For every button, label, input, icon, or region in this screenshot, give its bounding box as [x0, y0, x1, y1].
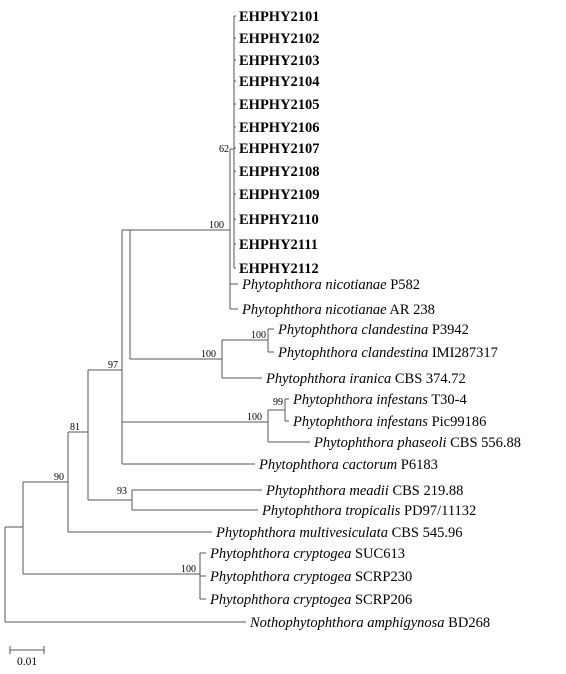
- taxon-label-t4: EHPHY2104: [239, 74, 320, 90]
- taxon-label-t21: Phytophthora cactorum P6183: [258, 457, 438, 473]
- bootstrap-value: 100: [209, 220, 224, 231]
- taxon-label-t11: EHPHY2111: [239, 237, 318, 253]
- taxon-label-t13: Phytophthora nicotianae P582: [241, 277, 420, 293]
- bootstrap-value: 90: [54, 472, 64, 483]
- taxon-label-t3: EHPHY2103: [239, 53, 320, 69]
- scale-bar-label: 0.01: [17, 656, 37, 668]
- taxon-label-t2: EHPHY2102: [239, 31, 320, 47]
- taxon-label-t1: EHPHY2101: [239, 9, 320, 25]
- bootstrap-value: 93: [117, 486, 127, 497]
- bootstrap-value: 100: [251, 330, 266, 341]
- taxon-label-t17: Phytophthora iranica CBS 374.72: [265, 371, 466, 387]
- taxon-label-t9: EHPHY2109: [239, 187, 320, 203]
- taxon-label-t15: Phytophthora clandestina P3942: [277, 322, 469, 338]
- taxon-label-t23: Phytophthora tropicalis PD97/11132: [261, 503, 476, 519]
- bootstrap-value: 100: [181, 564, 196, 575]
- taxon-label-t24: Phytophthora multivesiculata CBS 545.96: [215, 525, 463, 541]
- bootstrap-value: 97: [108, 360, 118, 371]
- taxon-label-t10: EHPHY2110: [239, 212, 319, 228]
- taxon-label-t25: Phytophthora cryptogea SUC613: [209, 546, 405, 562]
- bootstrap-value: 81: [70, 422, 80, 433]
- bootstrap-value: 62: [219, 144, 229, 155]
- taxon-label-t6: EHPHY2106: [239, 120, 320, 136]
- tree-branches: [4, 15, 310, 654]
- taxon-label-t22: Phytophthora meadii CBS 219.88: [265, 483, 463, 499]
- taxon-labels: EHPHY2101 EHPHY2102 EHPHY2103 EHPHY2104 …: [209, 9, 521, 631]
- taxon-label-t8: EHPHY2108: [239, 164, 320, 180]
- bootstrap-value: 100: [201, 349, 216, 360]
- taxon-label-t27: Phytophthora cryptogea SCRP206: [209, 592, 412, 608]
- taxon-label-t20: Phytophthora phaseoli CBS 556.88: [313, 435, 521, 451]
- taxon-label-t26: Phytophthora cryptogea SCRP230: [209, 569, 412, 585]
- taxon-label-t28: Nothophytophthora amphigynosa BD268: [249, 615, 490, 631]
- bootstrap-value: 99: [273, 397, 283, 408]
- taxon-label-t5: EHPHY2105: [239, 97, 320, 113]
- taxon-label-t14: Phytophthora nicotianae AR 238: [241, 302, 435, 318]
- taxon-label-t12: EHPHY2112: [239, 261, 319, 277]
- bootstrap-value: 100: [247, 412, 262, 423]
- bootstrap-values: 62 100 100 100 97 99 100 81 93 90 100: [54, 144, 283, 575]
- taxon-label-t7: EHPHY2107: [239, 141, 320, 157]
- taxon-label-t18: Phytophthora infestans T30-4: [292, 392, 467, 408]
- taxon-label-t19: Phytophthora infestans Pic99186: [292, 414, 486, 430]
- taxon-label-t16: Phytophthora clandestina IMI287317: [277, 345, 498, 361]
